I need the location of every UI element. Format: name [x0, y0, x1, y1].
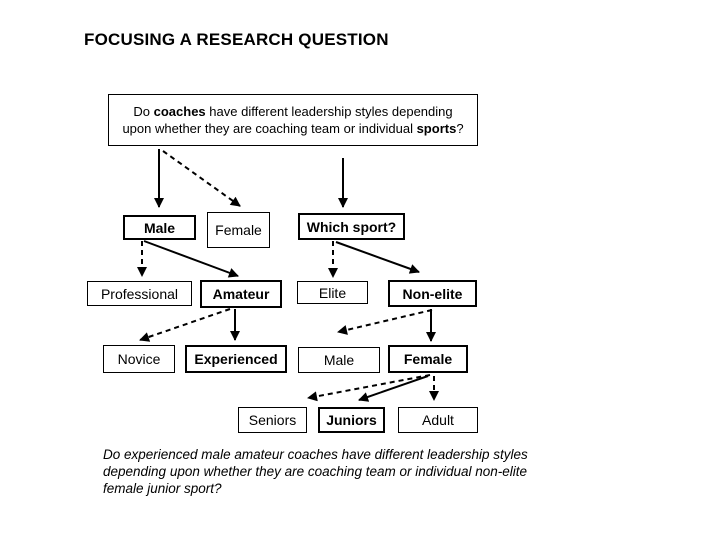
node-experienced: Experienced — [185, 345, 287, 373]
arrow-female-to-seniors — [307, 374, 431, 402]
node-professional: Professional — [87, 281, 192, 306]
node-female-athlete: Female — [388, 345, 468, 373]
page-title: FOCUSING A RESEARCH QUESTION — [84, 30, 389, 49]
node-which-sport: Which sport? — [298, 213, 405, 240]
arrow-amateur-to-novice — [139, 308, 231, 342]
node-male-athlete: Male — [298, 347, 380, 373]
arrow-female-to-juniors — [358, 375, 429, 402]
node-non-elite: Non-elite — [388, 280, 477, 307]
node-female-coach: Female — [207, 212, 270, 248]
node-adult: Adult — [398, 407, 478, 433]
root-question-text: Do coaches have different leadership sty… — [122, 104, 464, 136]
node-elite: Elite — [297, 281, 368, 304]
node-amateur: Amateur — [200, 280, 282, 308]
arrow-root-to-female — [162, 150, 241, 207]
node-novice: Novice — [103, 345, 175, 373]
node-juniors: Juniors — [318, 407, 385, 433]
arrow-which-sport-to-non-elite — [335, 241, 420, 274]
node-male-coach: Male — [123, 215, 196, 240]
node-seniors: Seniors — [238, 407, 307, 433]
arrow-non-elite-to-male — [337, 309, 433, 335]
focused-question-text: Do experienced male amateur coaches have… — [103, 447, 528, 496]
root-question-box: Do coaches have different leadership sty… — [108, 94, 478, 146]
